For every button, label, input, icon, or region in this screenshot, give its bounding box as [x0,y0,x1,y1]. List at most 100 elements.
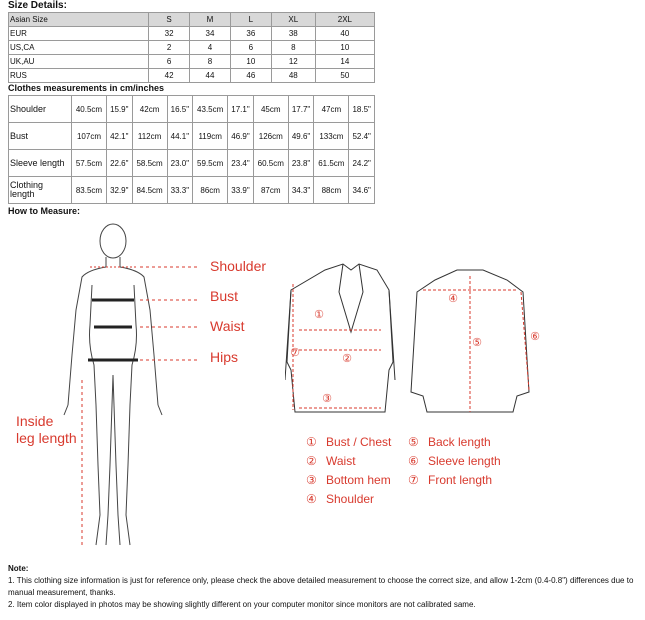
table-cell: 44.1" [166,122,194,150]
table-cell: 23.4" [227,149,254,177]
legend-number: ④ [306,492,317,506]
jacket-callout-numbers: ① ② ③ ④ ⑤ ⑥ ⑦ [290,293,540,405]
jacket-legend: ① Bust / Chest ② Waist ③ Bottom hem ④ Sh… [306,435,501,506]
legend-label: Bottom hem [326,473,391,487]
table-row: UK,AU 6 8 10 12 14 [7,54,376,69]
shoulder-label: Shoulder [210,258,266,274]
table-cell: 45cm [252,95,289,123]
table-cell: 48 [270,68,316,83]
table-cell: 49.6" [287,122,315,150]
measurement-label: Clothing length [8,176,72,204]
table-cell: 40.5cm [71,95,107,123]
table-cell: 46.9" [227,122,254,150]
table-cell: 17.7" [287,95,315,123]
table-cell: 12 [270,54,316,69]
callout-back-length-number: ⑤ [472,337,482,349]
table-cell: 24.2" [348,149,375,177]
table-row: RUS 42 44 46 48 50 [7,68,376,83]
body-figure [63,223,163,546]
table-cell: 52.4" [348,122,375,150]
table-header-cell: XL [270,12,316,27]
measurement-label: Sleeve length [8,149,72,177]
table-cell: 84.5cm [131,176,168,204]
table-cell: 50 [314,68,376,83]
table-cell: 42cm [131,95,168,123]
callout-bottom-hem-number: ③ [322,393,332,405]
body-measure-bands [88,298,138,362]
jacket-back-figure [410,269,530,413]
table-cell: 42.1" [105,122,133,150]
legend-label: Shoulder [326,492,374,506]
table-header-cell: L [229,12,272,27]
legend-label: Back length [428,435,491,449]
table-cell: 112cm [131,122,168,150]
callout-front-length-number: ⑦ [290,347,300,359]
table-cell: 4 [189,40,231,55]
table-cell: 59.5cm [192,149,229,177]
legend-label: Bust / Chest [326,435,392,449]
legend-number: ⑤ [408,435,419,449]
jacket-measure-diagram: ① ② ③ ④ ⑤ ⑥ ⑦ [285,263,540,413]
table-cell: 133cm [313,122,350,150]
table-cell: 119cm [192,122,229,150]
note-line-1: 1. This clothing size information is jus… [8,576,634,597]
body-measure-diagram: Shoulder Bust Waist Hips Inside leg leng… [16,223,266,546]
legend-number: ② [306,454,317,468]
table-cell: 10 [229,54,272,69]
measurement-label: Shoulder [8,95,72,123]
table-cell: 86cm [192,176,229,204]
legend-label: Sleeve length [428,454,501,468]
table-cell: 6 [148,54,191,69]
table-row: US,CA 2 4 6 8 10 [7,40,376,55]
table-cell: 14 [314,54,376,69]
legend-number: ③ [306,473,317,487]
legend-number: ① [306,435,317,449]
callout-waist-number: ② [342,353,352,365]
table-cell: EUR [7,26,150,41]
table-cell: 8 [189,54,231,69]
legend-number: ⑥ [408,454,419,468]
table-cell: 34 [189,26,231,41]
table-cell: 61.5cm [313,149,350,177]
how-to-measure-title: How to Measure: [8,206,81,216]
size-conversion-table: Asian Size S M L XL 2XL EUR 32 34 36 38 … [7,12,376,83]
callout-bust-number: ① [314,309,324,321]
table-header-cell: 2XL [314,12,376,27]
table-cell: 2 [148,40,191,55]
table-header-cell: Asian Size [7,12,150,27]
table-cell: 18.5" [348,95,375,123]
table-cell: 33.3" [166,176,194,204]
table-cell: 15.9" [105,95,133,123]
table-cell: 8 [270,40,316,55]
table-cell: 38 [270,26,316,41]
measurement-label: Bust [8,122,72,150]
table-cell: 46 [229,68,272,83]
jacket-measure-guides [292,276,530,412]
inside-leg-label-line1: Inside [16,413,54,429]
legend-label: Front length [428,473,492,487]
table-cell: 87cm [252,176,289,204]
table-cell: 88cm [313,176,350,204]
waist-label: Waist [210,318,245,334]
size-details-title: Size Details: [8,0,67,11]
table-row: EUR 32 34 36 38 40 [7,26,376,41]
table-cell: 47cm [313,95,350,123]
legend-label: Waist [326,454,356,468]
table-cell: 34.6" [348,176,375,204]
table-cell: 40 [314,26,376,41]
measurements-title: Clothes measurements in cm/inches [8,83,165,93]
table-cell: 34.3" [287,176,315,204]
table-cell: 57.5cm [71,149,107,177]
callout-shoulder-number: ④ [448,293,458,305]
table-cell: 107cm [71,122,107,150]
table-cell: 23.8" [287,149,315,177]
note-title: Note: [8,564,29,573]
table-cell: 83.5cm [71,176,107,204]
table-cell: 44 [189,68,231,83]
note-section: Note: 1. This clothing size information … [8,563,638,611]
table-cell: 58.5cm [131,149,168,177]
table-cell: 16.5" [166,95,194,123]
